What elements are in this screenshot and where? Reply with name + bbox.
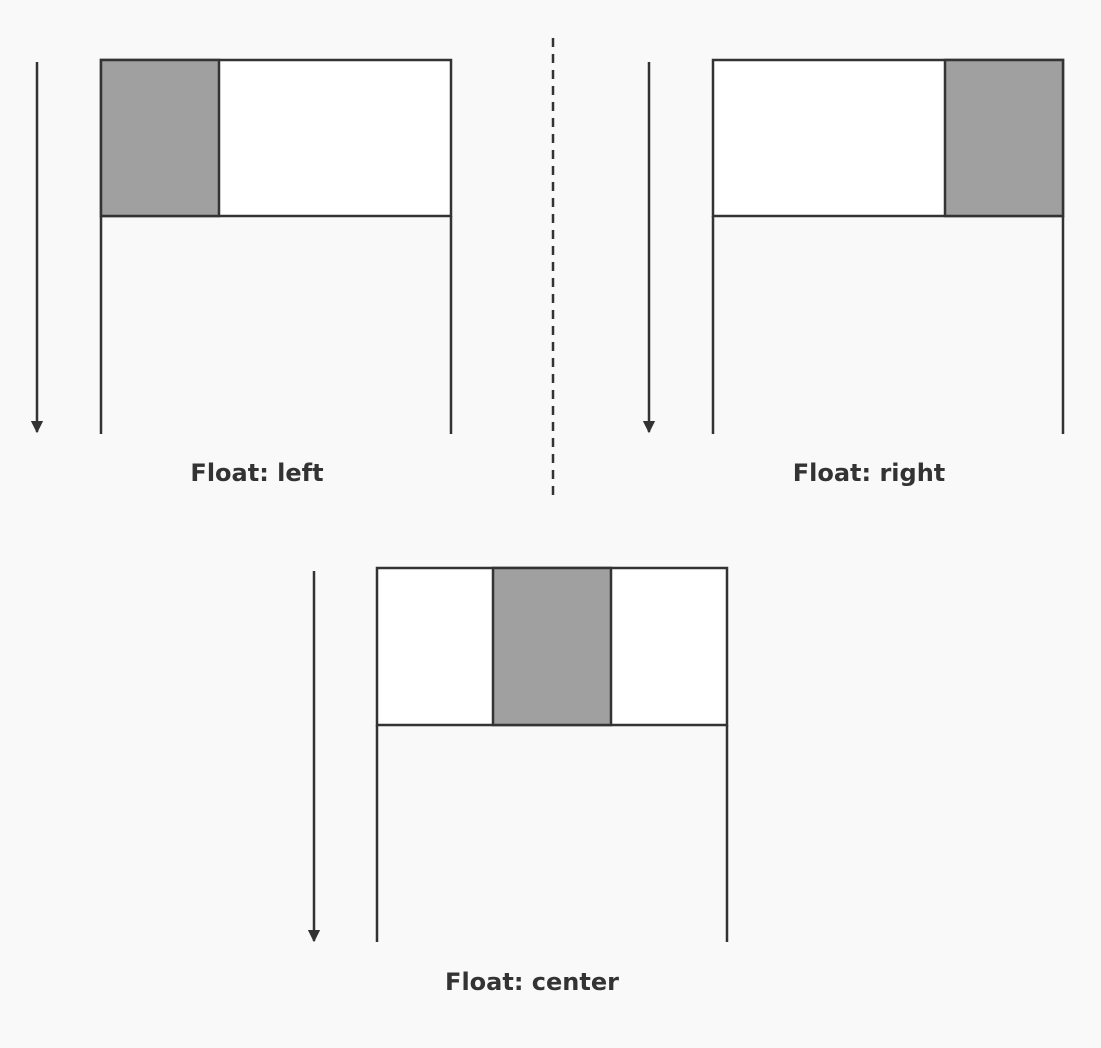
caption-float-right: Float: right: [792, 459, 946, 487]
caption-float-left: Float: left: [190, 459, 324, 487]
float-block-right: [943, 58, 1065, 218]
panel-float-center: [307, 566, 729, 943]
panel-float-left: [30, 58, 453, 434]
panel-float-right: [642, 58, 1065, 434]
float-block-left: [99, 58, 221, 218]
float-block-center: [491, 566, 613, 727]
caption-float-center: Float: center: [445, 968, 619, 996]
